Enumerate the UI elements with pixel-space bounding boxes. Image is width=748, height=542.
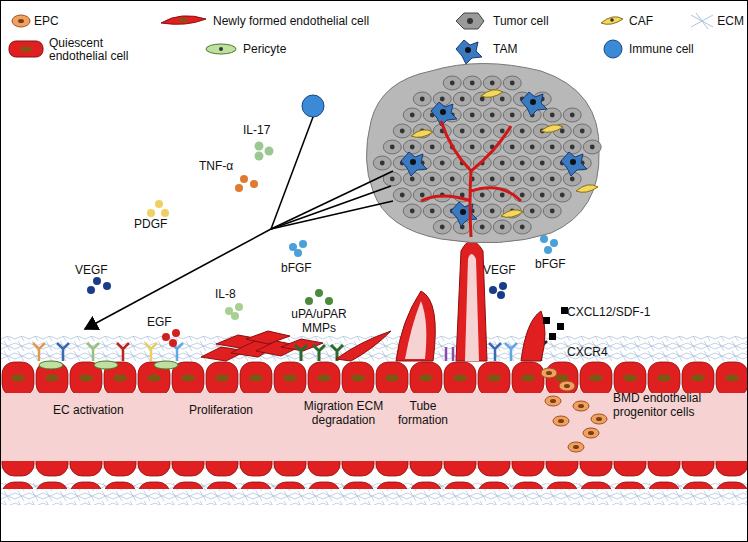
label: PDGF <box>134 217 167 231</box>
legend-text: Tumor cell <box>493 15 549 28</box>
label: CXCR4 <box>567 345 608 359</box>
label: bFGF <box>281 261 312 275</box>
label: BMD endothelial progenitor cells <box>613 391 733 419</box>
label: uPA/uPAR MMPs <box>279 307 359 335</box>
legend-text: TAM <box>493 43 517 56</box>
label: IL-17 <box>243 123 270 137</box>
proliferating-cells <box>201 331 323 361</box>
label: CXCL12/SDF-1 <box>567 305 650 319</box>
label: VEGF <box>75 263 108 277</box>
label: Migration ECM degradation <box>291 399 396 427</box>
legend-text: Quiescent endothelial cell <box>49 37 139 63</box>
label: VEGF <box>483 263 516 277</box>
label: EC activation <box>53 403 124 417</box>
legend-text: ECM <box>717 15 744 28</box>
legend-text: Immune cell <box>629 43 694 56</box>
legend-text: Pericyte <box>243 43 286 56</box>
label: IL-8 <box>215 287 236 301</box>
label: bFGF <box>535 257 566 271</box>
legend-icons <box>9 13 713 64</box>
label: EGF <box>147 315 172 329</box>
label: TNF-α <box>199 159 233 173</box>
legend-text: CAF <box>629 15 653 28</box>
legend-text: Newly formed endothelial cell <box>213 15 369 28</box>
label: Proliferation <box>189 403 253 417</box>
label: Tube formation <box>393 399 453 427</box>
legend-text: EPC <box>34 15 59 28</box>
